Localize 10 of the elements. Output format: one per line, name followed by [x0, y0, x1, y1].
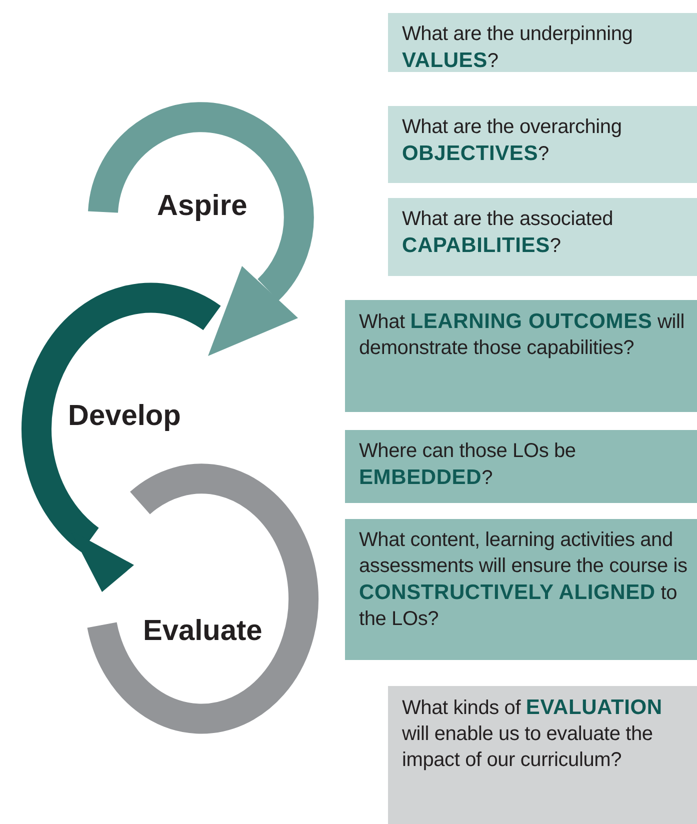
- question-box: Where can those LOs be EMBEDDED?: [345, 430, 697, 503]
- question-box: What are the associated CAPABILITIES?: [388, 198, 697, 276]
- question-box: What content, learning activities and assessments will ensure the course is CONSTRUCTIVELY ALIGNED to the LOs?: [345, 519, 697, 660]
- stage-label: Develop: [68, 400, 181, 433]
- question-box: What are the underpinning VALUES?: [388, 13, 697, 72]
- question-box: What are the overarching OBJECTIVES?: [388, 106, 697, 183]
- question-box: What kinds of EVALUATION will enable us to evaluate the impact of our curriculum?: [388, 686, 697, 824]
- stage-label: Aspire: [157, 190, 248, 223]
- question-box: What LEARNING OUTCOMES will demonstrate those capabilities?: [345, 300, 697, 412]
- stage-label: Evaluate: [143, 615, 262, 648]
